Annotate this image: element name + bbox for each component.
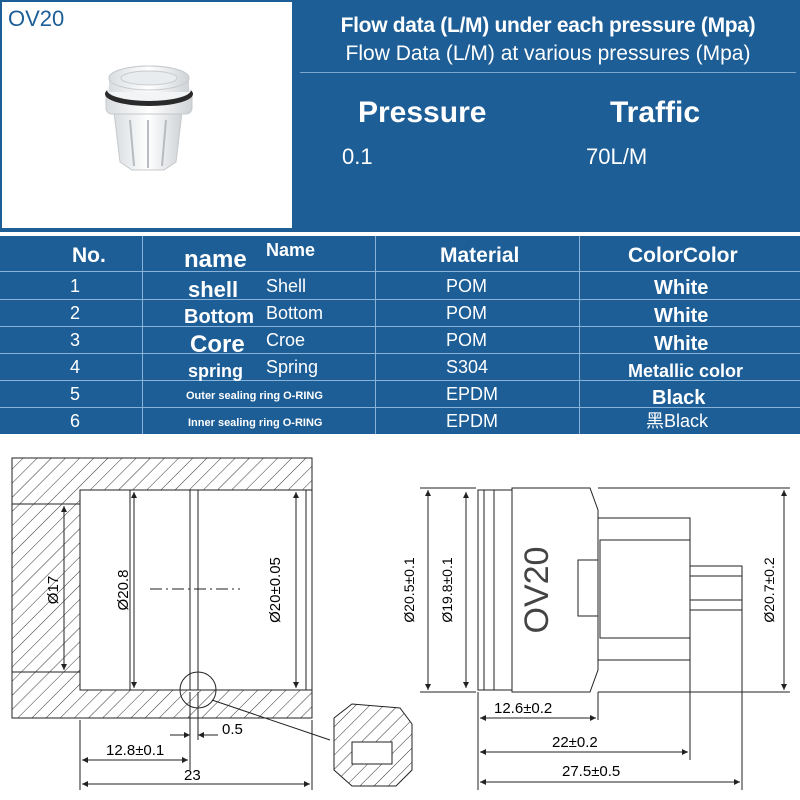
row-material: EPDM (446, 411, 499, 431)
table-header-row: No. Name name Material ColorColor (0, 236, 800, 273)
header-name: Name (266, 240, 316, 260)
row-name-overlay: Bottom (184, 306, 254, 328)
dim-22-label: 22±0.2 (552, 734, 598, 751)
row-name-overlay: Inner sealing ring O-RING (188, 417, 323, 429)
flow-title: Flow data (L/M) under each pressure (Mpa… (340, 14, 756, 37)
table-row: 4 spring Spring S304 Metallic color (0, 353, 800, 381)
row-color: White (654, 277, 709, 299)
dia-20-7-label: Ø20.7±0.2 (761, 557, 777, 622)
housing-section (11, 457, 413, 790)
column-divider (579, 236, 580, 434)
dia-17-label: Ø17 (45, 576, 62, 604)
table-row: 2 Bottom Bottom POM White (0, 299, 800, 328)
column-divider (375, 236, 376, 434)
divider (300, 72, 796, 73)
header-no: No. (72, 244, 106, 267)
row-material: S304 (446, 357, 489, 377)
row-name-overlay: Core (190, 331, 245, 358)
header-name-alt: name (184, 246, 247, 273)
row-color: Black (652, 387, 706, 409)
valve-product-image (105, 65, 193, 171)
flow-data-panel: Flow data (L/M) under each pressure (Mpa… (296, 0, 800, 232)
row-name: Croe (266, 330, 306, 350)
traffic-header: Traffic (610, 96, 701, 129)
top-banner: OV20 (0, 0, 800, 232)
dia-20-05-label: Ø20±0.05 (267, 557, 284, 623)
row-no: 4 (70, 357, 81, 377)
header-color: ColorColor (628, 244, 738, 267)
row-color: White (654, 305, 709, 327)
row-no: 3 (70, 330, 81, 350)
row-color: White (654, 333, 709, 355)
row-name-overlay: shell (188, 277, 239, 302)
pressure-value: 0.1 (342, 144, 373, 169)
row-color: 黑Black (646, 411, 709, 431)
header-material: Material (440, 244, 520, 267)
dim-0-5-label: 0.5 (222, 721, 243, 738)
valve-body-label: OV20 (518, 547, 556, 634)
row-no: 6 (70, 411, 81, 431)
row-name-overlay: Outer sealing ring O-RING (186, 390, 323, 402)
row-name-overlay: spring (188, 361, 244, 381)
pressure-header: Pressure (358, 96, 487, 129)
valve-side-view (420, 487, 790, 790)
column-divider (142, 236, 143, 434)
row-name: Spring (266, 357, 319, 377)
row-material: POM (446, 303, 488, 323)
model-label: OV20 (8, 6, 65, 31)
traffic-value: 70L/M (586, 144, 648, 169)
dia-20-8-label: Ø20.8 (115, 570, 132, 611)
row-name: Shell (266, 276, 307, 296)
dim-12-8-label: 12.8±0.1 (106, 742, 164, 759)
table-row: 3 Core Croe POM White (0, 326, 800, 358)
row-material: POM (446, 276, 488, 296)
dim-12-6-label: 12.6±0.2 (494, 700, 552, 717)
table-row: 5 Outer sealing ring O-RING EPDM Black (0, 380, 800, 409)
row-name: Bottom (266, 303, 324, 323)
dim-23-label: 23 (184, 767, 201, 784)
row-material: EPDM (446, 384, 499, 404)
technical-drawing: Ø17 Ø20.8 Ø20±0.05 0.5 12.8±0.1 23 (11, 457, 790, 790)
product-photo-panel: OV20 (2, 2, 292, 228)
row-color: Metallic color (628, 361, 744, 381)
flow-title-en: Flow Data (L/M) at various pressures (Mp… (345, 42, 751, 65)
dim-27-5-label: 27.5±0.5 (562, 763, 620, 780)
row-no: 2 (70, 303, 81, 323)
table-row: 1 shell Shell POM White (0, 272, 800, 302)
parts-table: No. Name name Material ColorColor 1 shel… (0, 236, 800, 434)
row-no: 1 (70, 276, 81, 296)
table-row: 6 Inner sealing ring O-RING EPDM 黑Black (0, 407, 800, 435)
row-no: 5 (70, 384, 81, 404)
dia-20-5-label: Ø20.5±0.1 (401, 557, 417, 622)
row-material: POM (446, 330, 488, 350)
dia-19-8-label: Ø19.8±0.1 (439, 557, 455, 622)
